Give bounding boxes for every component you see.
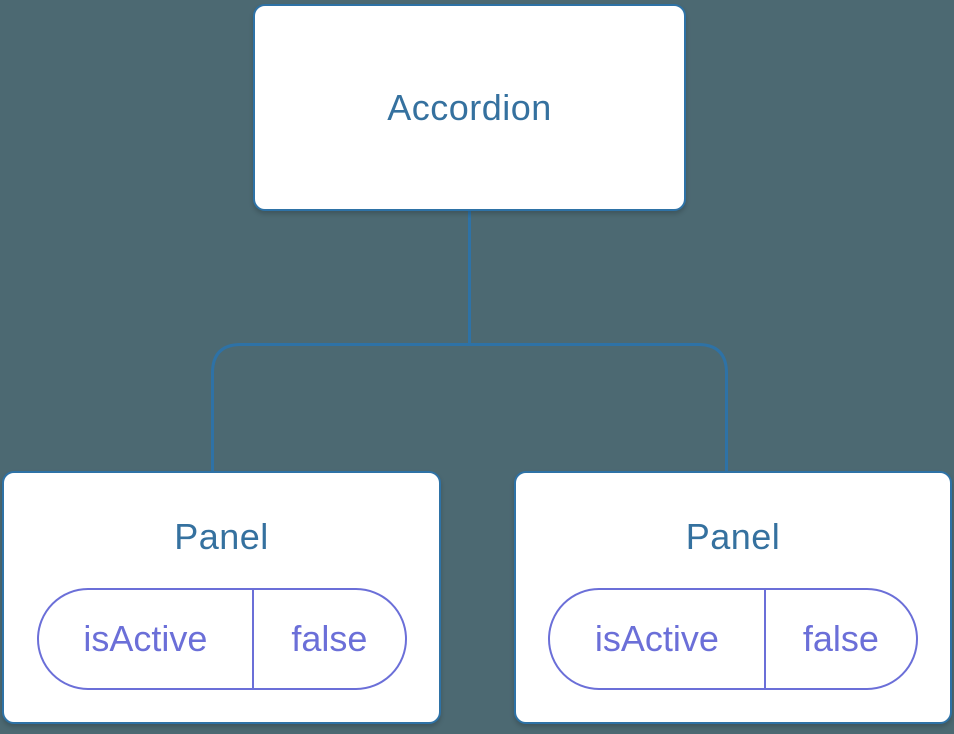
state-pill: isActive false	[36, 588, 407, 690]
panel-node-label: Panel	[174, 516, 269, 557]
connector-branch	[211, 343, 728, 471]
state-key: isActive	[550, 590, 766, 688]
state-key: isActive	[39, 590, 255, 688]
state-value: false	[291, 618, 368, 659]
state-value: false	[802, 618, 879, 659]
accordion-node: Accordion	[253, 4, 686, 211]
panel-node-left: Panel isActive false	[2, 471, 441, 724]
state-pill: isActive false	[548, 588, 918, 690]
accordion-node-label: Accordion	[387, 86, 552, 128]
panel-node-label: Panel	[685, 516, 781, 557]
panel-node-right: Panel isActive false	[514, 471, 952, 724]
